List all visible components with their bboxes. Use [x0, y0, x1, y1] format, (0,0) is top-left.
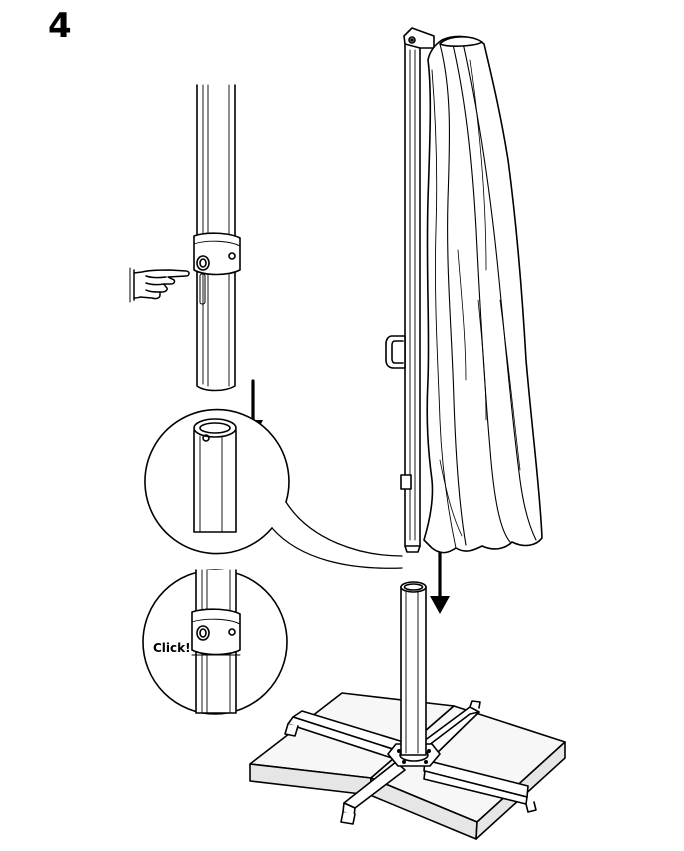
closed-umbrella [385, 27, 543, 554]
click-label: Click! [153, 641, 191, 655]
umbrella-handle [385, 335, 406, 369]
upper-pole-detail [193, 84, 241, 392]
pointing-hand-icon [129, 267, 190, 303]
umbrella-base [249, 581, 566, 840]
callout-lower-tube [144, 408, 403, 569]
base-tube [400, 581, 427, 756]
umbrella-pole [404, 37, 421, 547]
down-arrow-base [430, 550, 450, 614]
step-number: 4 [48, 6, 72, 46]
umbrella-canopy [423, 35, 543, 554]
base-cross [284, 700, 537, 825]
callout-click: Click! [142, 569, 288, 715]
push-button [196, 255, 210, 271]
